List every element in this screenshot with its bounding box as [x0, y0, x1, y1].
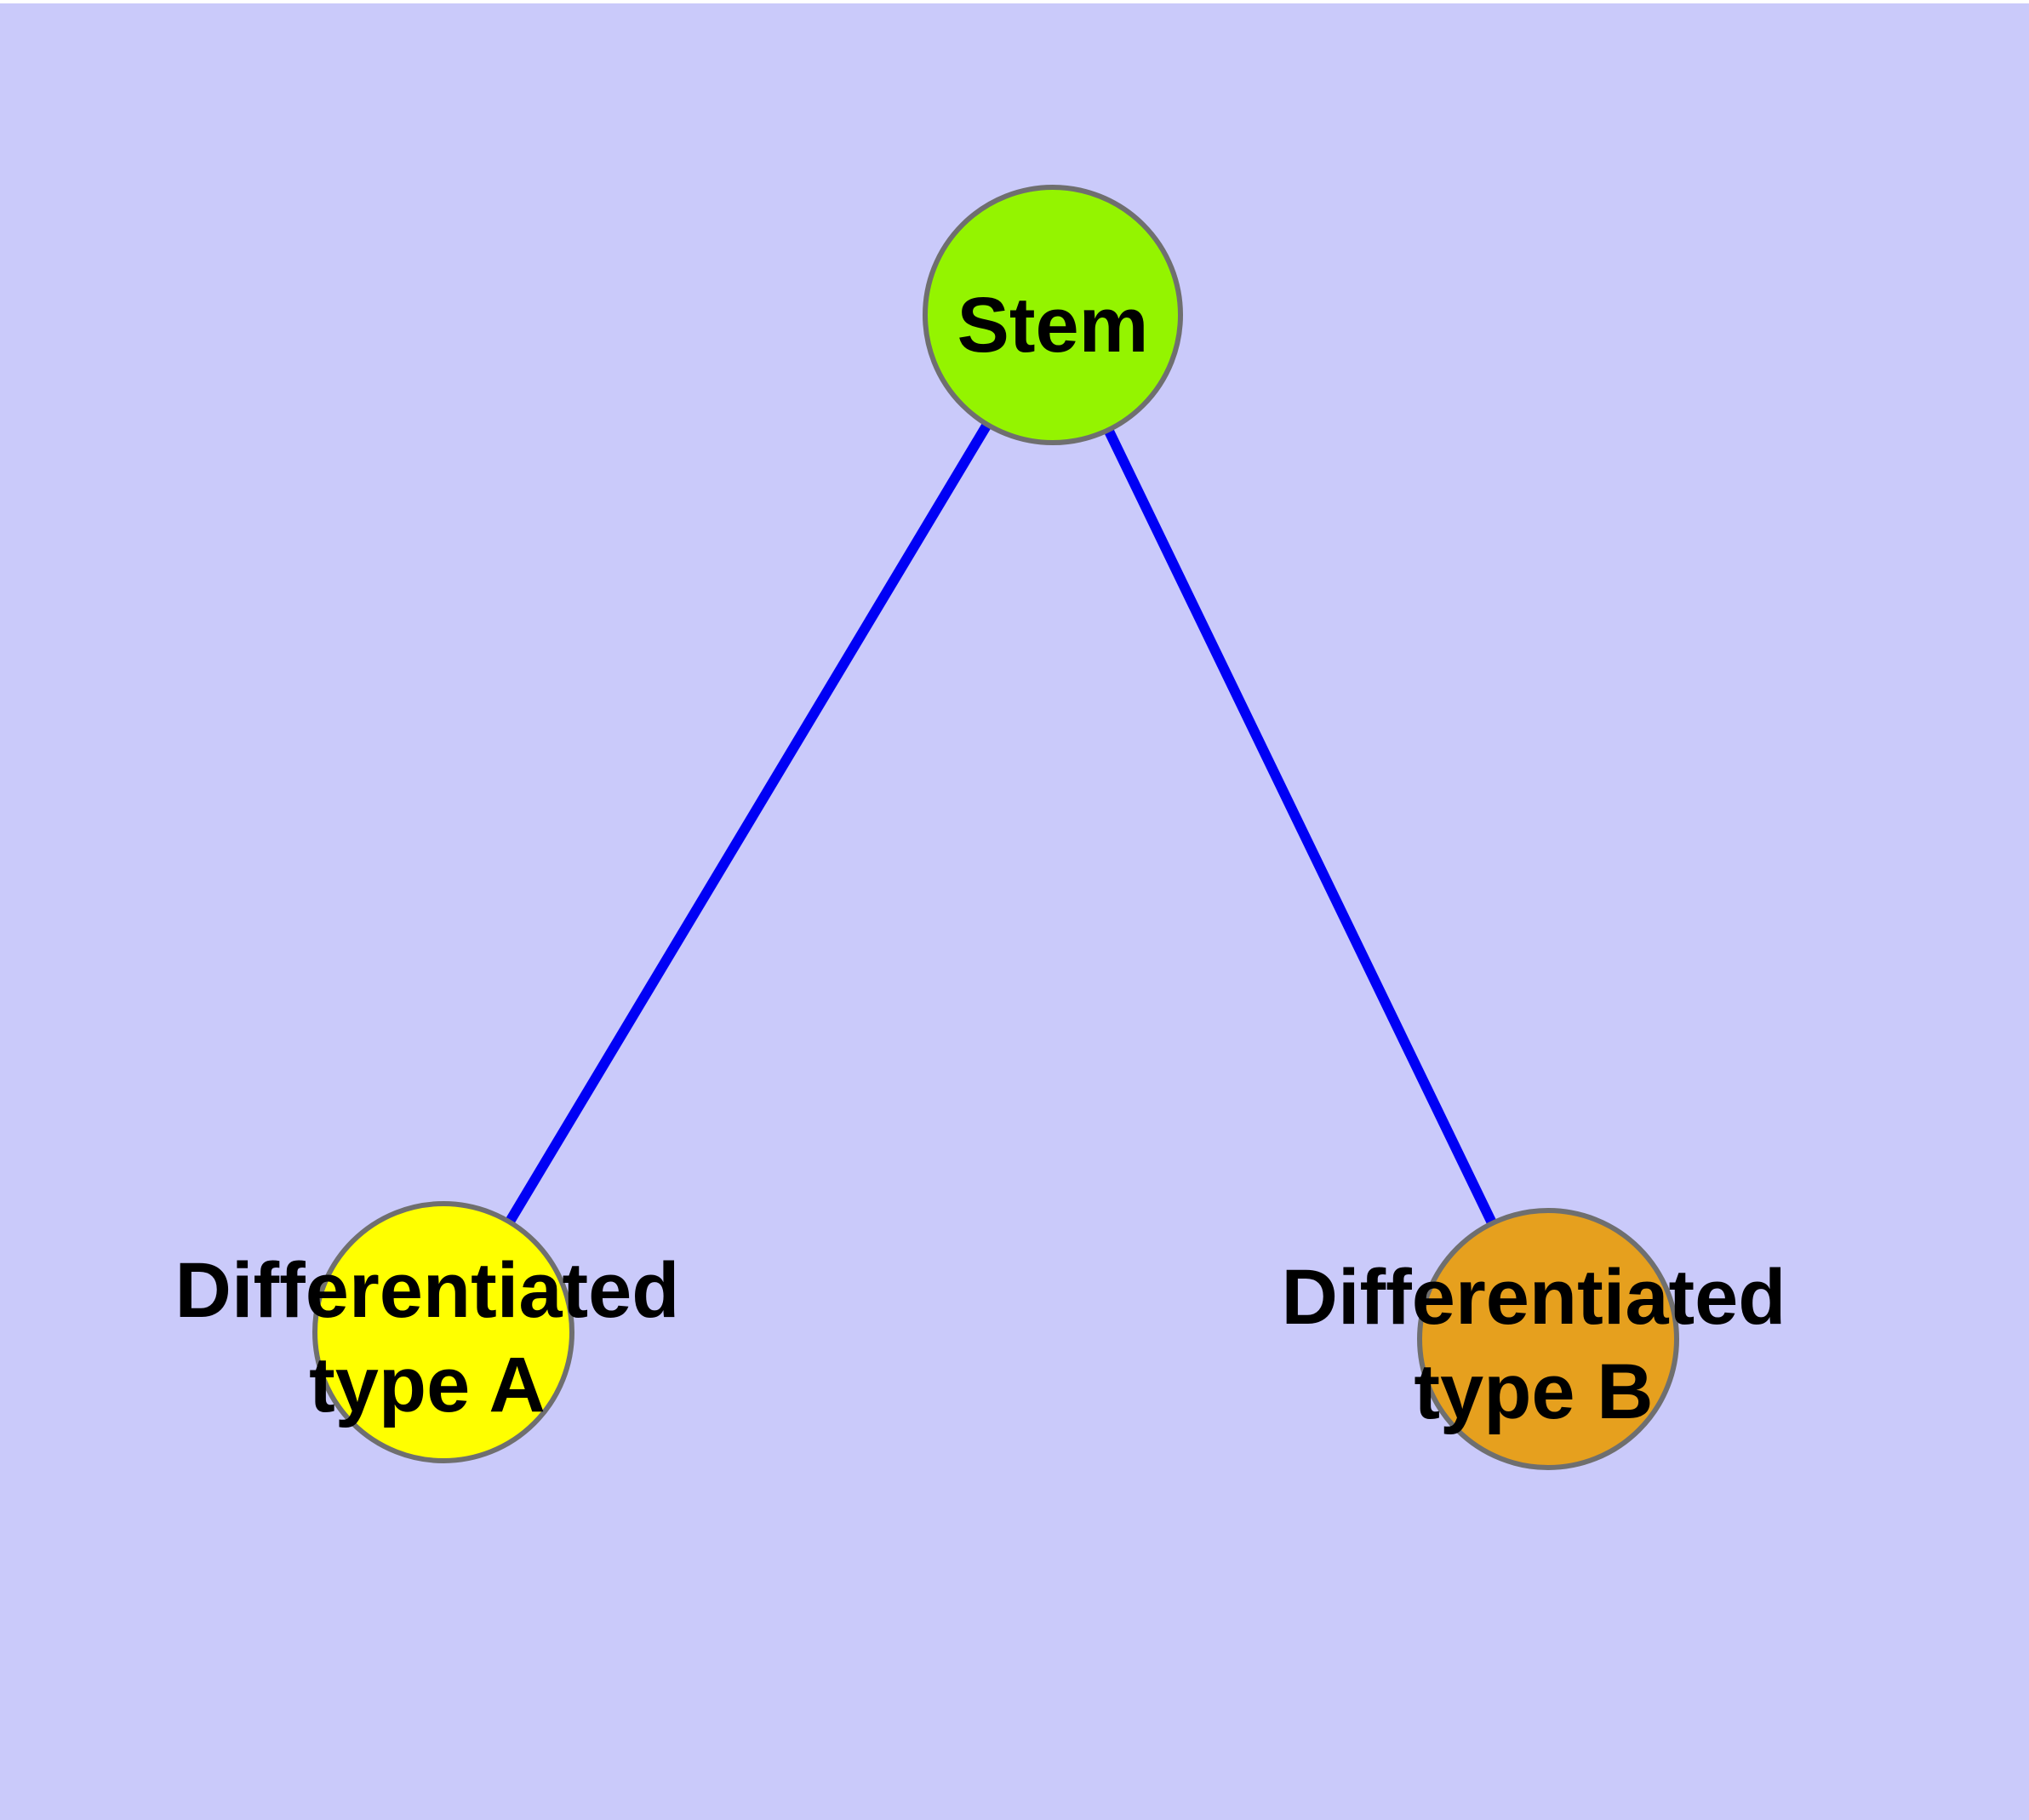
top-margin-strip	[0, 0, 2029, 3]
edge-group	[438, 312, 1553, 1342]
stem-node-label: Stem	[957, 282, 1149, 369]
node-stem: Stem	[923, 185, 1183, 445]
differentiated-type-b-label-line2: type B	[1414, 1348, 1653, 1435]
differentiated-type-b-node-circle	[1417, 1208, 1679, 1470]
node-differentiated-type-a: Differentiated type A	[175, 1201, 680, 1463]
differentiated-type-a-node-circle	[312, 1201, 574, 1463]
differentiated-type-a-label-line1: Differentiated	[175, 1247, 680, 1334]
differentiated-type-b-label-line1: Differentiated	[1282, 1254, 1786, 1341]
stem-node-circle	[923, 185, 1183, 445]
differentiated-type-a-label-line2: type A	[309, 1342, 546, 1428]
node-differentiated-type-b: Differentiated type B	[1282, 1208, 1786, 1470]
edge-stem-to-differentiated-type-a	[438, 312, 1058, 1336]
edge-stem-to-differentiated-type-b	[1048, 312, 1553, 1342]
